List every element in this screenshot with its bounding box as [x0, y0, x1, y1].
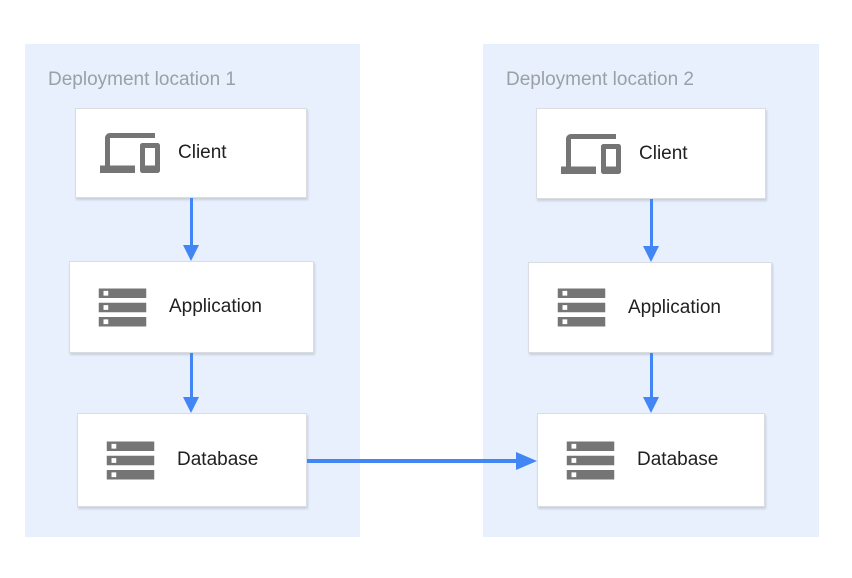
node-database: Database — [77, 413, 307, 507]
arrow-application-to-database-1 — [183, 353, 199, 413]
panel-title: Deployment location 1 — [48, 69, 236, 90]
deployment-location-2-panel: Deployment location 2 Client Application… — [483, 44, 819, 537]
arrow-line — [189, 353, 193, 397]
node-database: Database — [537, 413, 765, 507]
arrow-line — [307, 459, 516, 463]
deployment-location-1-panel: Deployment location 1 Client Application… — [25, 44, 360, 537]
storage-icon — [102, 432, 159, 489]
node-label: Application — [628, 296, 721, 318]
node-client: Client — [536, 108, 766, 199]
storage-icon — [553, 279, 610, 336]
storage-icon — [94, 279, 151, 336]
panel-title: Deployment location 2 — [506, 69, 694, 90]
node-application: Application — [528, 262, 772, 353]
node-client: Client — [75, 108, 307, 198]
arrow-line — [649, 353, 653, 397]
storage-icon — [562, 432, 619, 489]
node-label: Application — [169, 296, 262, 317]
arrow-down-head — [183, 245, 199, 261]
arrow-right-head — [516, 452, 537, 470]
devices-icon — [561, 124, 621, 184]
arrow-line — [189, 198, 193, 245]
arrow-client-to-application-2 — [643, 199, 659, 262]
node-label: Database — [177, 449, 259, 470]
arrow-application-to-database-2 — [643, 353, 659, 413]
node-application: Application — [69, 261, 314, 353]
arrow-database1-to-database2 — [307, 452, 537, 470]
arrow-client-to-application-1 — [183, 198, 199, 261]
node-label: Client — [639, 142, 688, 164]
arrow-down-head — [643, 246, 659, 262]
devices-icon — [100, 123, 160, 183]
node-label: Client — [178, 142, 227, 163]
arrow-down-head — [643, 397, 659, 413]
arrow-down-head — [183, 397, 199, 413]
node-label: Database — [637, 449, 719, 470]
arrow-line — [649, 199, 653, 246]
